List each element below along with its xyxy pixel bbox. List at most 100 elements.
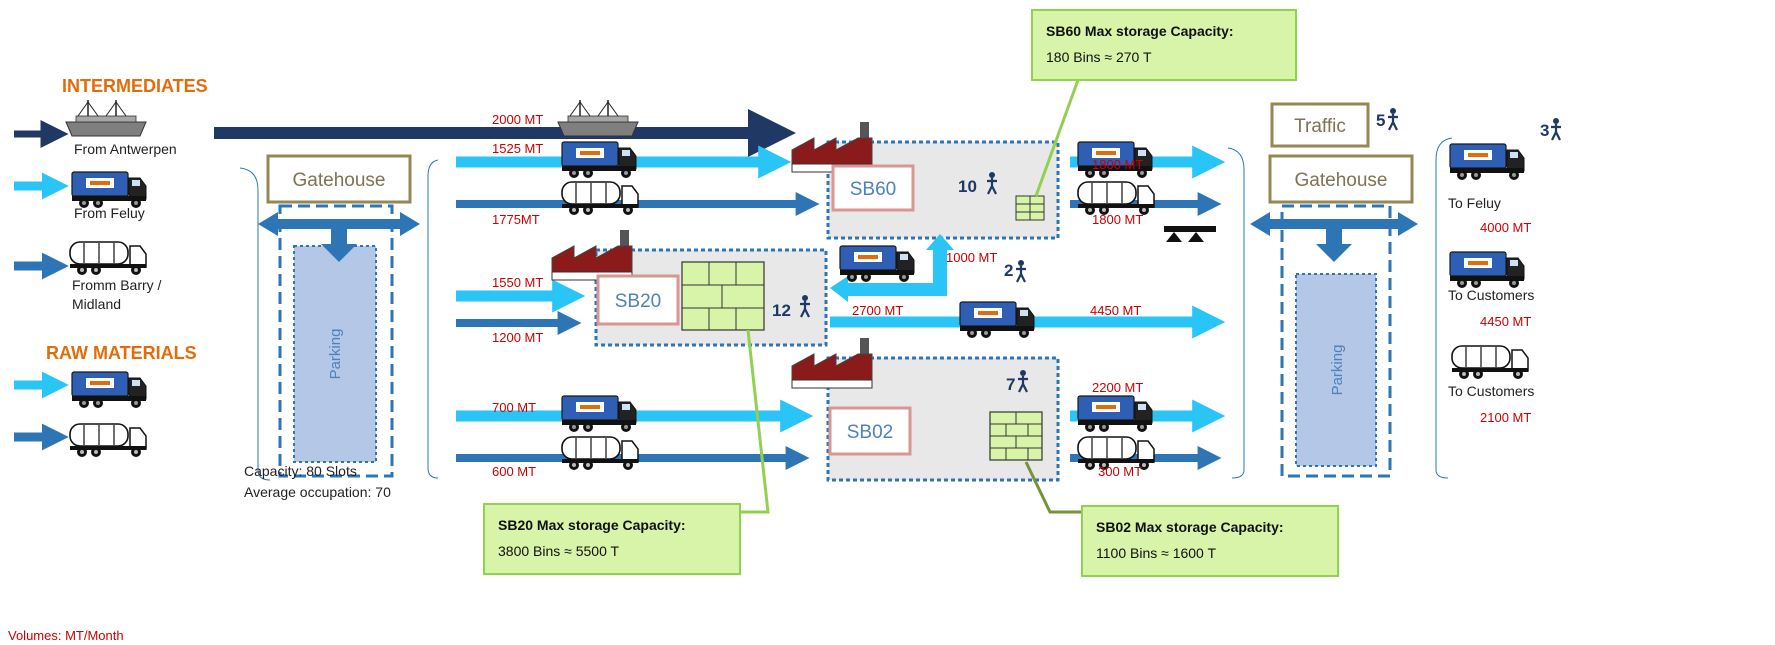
vol-sb60-out-truck: 1800 MT — [1092, 157, 1143, 172]
sb02-callout-title: SB02 Max storage Capacity: — [1096, 519, 1284, 535]
outbound-bracket-right — [1435, 137, 1453, 479]
dest-customers1-volume: 4450 MT — [1480, 314, 1531, 329]
sb02-callout — [1081, 505, 1339, 577]
transfer-person-icon — [1014, 258, 1028, 284]
sb02-staff-count: 7 — [1006, 375, 1015, 394]
legend-raw-truck-icon — [71, 371, 147, 409]
sb02-box — [828, 406, 912, 456]
inbound-bracket-left — [239, 167, 271, 481]
parking-occupation-text: Average occupation: 70 — [244, 484, 391, 500]
legend-ship-icon — [65, 99, 147, 137]
gatehouse-in-down-arrow — [321, 229, 357, 262]
dest-feluy-volume: 4000 MT — [1480, 220, 1531, 235]
gatehouse-in-bidirectional-arrow — [258, 212, 420, 236]
sb20-callout-leader — [740, 329, 770, 514]
transfer-sb20-sb60-arrow — [830, 234, 954, 302]
sb60-in-tanker-icon — [561, 181, 639, 216]
sb60-label: SB60 — [850, 179, 896, 200]
dest-feluy-truck-icon — [1449, 143, 1525, 181]
gatehouse-out-bidirectional-arrow — [1250, 212, 1418, 236]
sb20-storage-grid — [681, 261, 765, 331]
dest-customers1-truck-icon — [1449, 251, 1525, 289]
vol-sb60-in-tanker: 1775MT — [492, 212, 540, 227]
parking-out-zone — [1280, 204, 1392, 478]
vol-antwerpen-in: 2000 MT — [492, 112, 543, 127]
gatehouse-out-label: Gatehouse — [1295, 170, 1388, 191]
sb02-in-truck-icon — [561, 395, 637, 433]
parking-in-zone — [278, 204, 394, 478]
vol-transfer-up: 1000 MT — [946, 250, 997, 265]
sb20-callout — [483, 503, 741, 575]
vol-sb02-out-tanker: 300 MT — [1098, 464, 1142, 479]
sb20-callout-title: SB20 Max storage Capacity: — [498, 517, 686, 533]
sb60-callout — [1031, 9, 1297, 81]
sb02-callout-leader — [1024, 461, 1082, 514]
gatehouse-out-box — [1268, 154, 1414, 204]
transfer-truck-icon — [839, 245, 915, 283]
sb60-box — [831, 164, 915, 212]
vol-sb20-in-truck: 1550 MT — [492, 275, 543, 290]
sb60-storage-grid — [1015, 195, 1045, 221]
outbound-staff-count: 3 — [1540, 121, 1549, 140]
traffic-staff-count: 5 — [1376, 111, 1385, 130]
parking-in-lot — [293, 245, 377, 463]
sb20-staff-count: 12 — [772, 301, 791, 320]
source-barry-label-2: Midland — [72, 296, 121, 312]
section-intermediates-label: INTERMEDIATES — [62, 76, 208, 96]
outbound-bracket-left — [1227, 147, 1245, 479]
sb02-out-truck-icon — [1077, 395, 1153, 433]
dest-customers2-tanker-icon — [1451, 345, 1529, 380]
legend-tanker-icon — [69, 241, 147, 276]
dest-customers2-label: To Customers — [1448, 383, 1534, 399]
sb20-box — [596, 274, 680, 326]
parking-capacity-text: Capacity: 80 Slots — [244, 463, 357, 479]
legend-raw-tanker-icon — [69, 423, 147, 458]
sb60-in-truck-icon — [561, 141, 637, 179]
sb60-callout-value: 180 Bins ≈ 270 T — [1046, 49, 1152, 65]
outbound-person-icon — [1549, 116, 1563, 142]
sb20-label: SB20 — [615, 291, 661, 312]
traffic-person-icon — [1386, 106, 1400, 132]
dest-customers2-volume: 2100 MT — [1480, 410, 1531, 425]
traffic-box — [1270, 102, 1370, 148]
legend-truck-icon — [71, 171, 147, 209]
source-barry-label-1: Fromm Barry / — [72, 277, 162, 293]
vol-sb02-in-truck: 700 MT — [492, 400, 536, 415]
antwerpen-ship-icon — [557, 99, 639, 137]
through-truck-icon — [959, 301, 1035, 339]
sb02-storage-grid — [989, 411, 1043, 461]
volumes-footnote: Volumes: MT/Month — [8, 628, 124, 643]
vol-sb02-out-truck: 2200 MT — [1092, 380, 1143, 395]
sb60-out-tanker-icon — [1077, 181, 1155, 216]
vol-transfer-out: 2700 MT — [852, 303, 903, 318]
vol-sb60-in-truck: 1525 MT — [492, 141, 543, 156]
gatehouse-in-label: Gatehouse — [293, 170, 386, 191]
sb20-factory-icon — [551, 229, 633, 281]
traffic-label: Traffic — [1294, 116, 1346, 137]
section-raw-materials-label: RAW MATERIALS — [46, 343, 197, 363]
sb02-callout-value: 1100 Bins ≈ 1600 T — [1096, 545, 1216, 561]
sb02-in-tanker-icon — [561, 436, 639, 471]
sb60-staff-count: 10 — [958, 177, 977, 196]
vol-sb60-out-tanker: 1800 MT — [1092, 212, 1143, 227]
source-antwerpen-label: From Antwerpen — [74, 141, 177, 157]
sb60-callout-title: SB60 Max storage Capacity: — [1046, 23, 1234, 39]
inbound-bracket-right — [427, 159, 439, 479]
transfer-staff-count: 2 — [1004, 261, 1013, 280]
weighbridge-icon — [1164, 226, 1216, 242]
sb20-callout-value: 3800 Bins ≈ 5500 T — [498, 543, 620, 559]
parking-out-label: Parking — [1329, 345, 1346, 396]
gatehouse-out-down-arrow — [1316, 229, 1352, 262]
vol-through: 4450 MT — [1090, 303, 1141, 318]
vol-sb02-in-tanker: 600 MT — [492, 464, 536, 479]
sb02-label: SB02 — [847, 422, 893, 443]
sb60-callout-leader — [1034, 79, 1080, 197]
gatehouse-in-box — [266, 154, 412, 204]
parking-out-lot — [1295, 273, 1377, 467]
parking-in-label: Parking — [327, 329, 344, 380]
vol-sb20-in-tanker: 1200 MT — [492, 330, 543, 345]
dest-customers1-label: To Customers — [1448, 287, 1534, 303]
source-feluy-label: From Feluy — [74, 205, 145, 221]
dest-feluy-label: To Feluy — [1448, 195, 1501, 211]
